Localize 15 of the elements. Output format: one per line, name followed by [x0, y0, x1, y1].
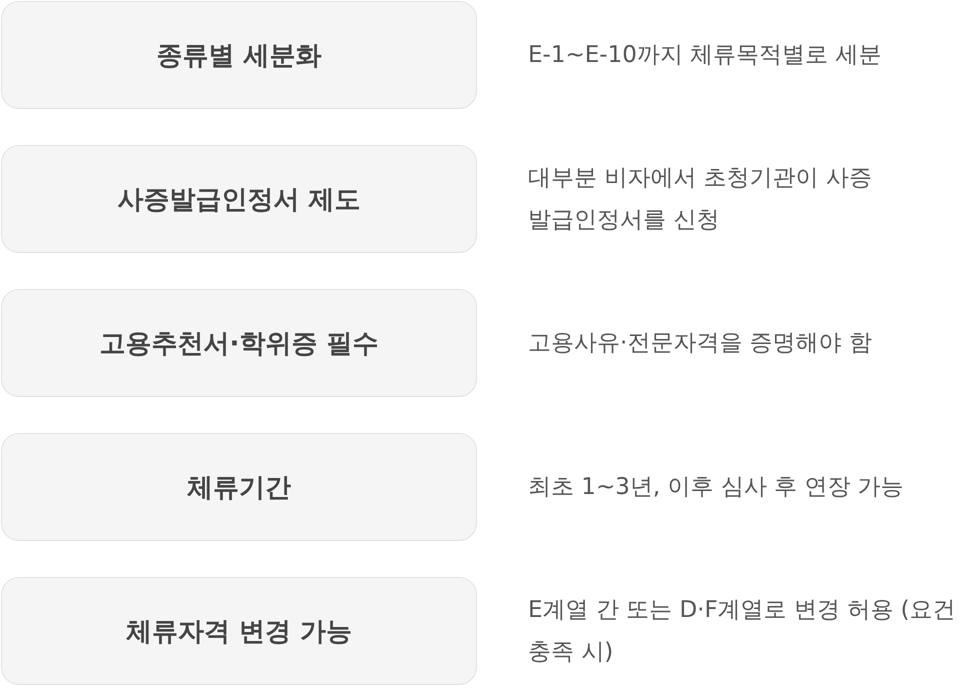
card-title: 체류기간	[187, 472, 291, 504]
description-text: 최초 1~3년, 이후 심사 후 연장 가능	[528, 473, 905, 502]
description-text: E계열 간 또는 D·F계열로 변경 허용 (요건 충족 시)	[528, 596, 957, 667]
card-title: 체류자격 변경 가능	[126, 616, 352, 648]
label-card	[1, 433, 477, 541]
description-text: 고용사유·전문자격을 증명해야 함	[528, 329, 873, 358]
label-card	[1, 1, 477, 109]
description-text: E-1~E-10까지 체류목적별로 세분	[528, 41, 882, 70]
label-card	[1, 145, 477, 253]
description-text: 대부분 비자에서 초청기관이 사증발급인정서를 신청	[528, 164, 873, 235]
card-title: 사증발급인정서 제도	[117, 184, 361, 216]
card-title: 고용추천서·학위증 필수	[100, 328, 378, 360]
label-card	[1, 289, 477, 397]
card-title: 종류별 세분화	[156, 40, 322, 72]
label-card	[1, 577, 477, 685]
